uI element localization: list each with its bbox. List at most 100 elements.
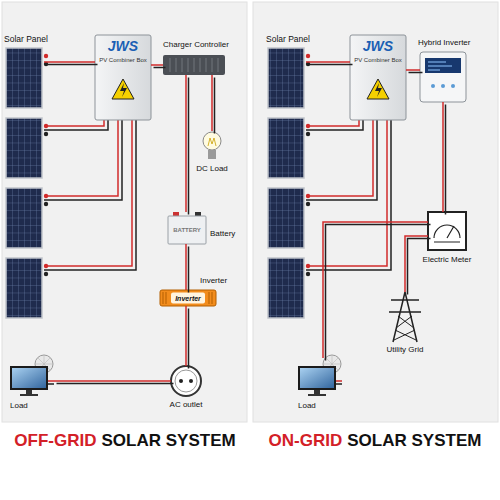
solar-panel xyxy=(268,258,304,318)
node-label: Electric Meter xyxy=(423,256,472,264)
wire xyxy=(212,75,215,134)
load-appliance xyxy=(314,390,320,394)
load: Load xyxy=(298,358,342,396)
solar-panel xyxy=(6,48,304,318)
panel-background xyxy=(253,2,498,422)
ac-outlet xyxy=(179,379,183,383)
wire-negative xyxy=(188,247,190,293)
wire xyxy=(151,65,166,68)
light-bulb xyxy=(208,150,216,159)
node-label: DC Load xyxy=(196,165,228,173)
wire-positive xyxy=(306,61,350,63)
light-bulb xyxy=(203,132,221,159)
inverter xyxy=(163,292,212,304)
node-label: AC outlet xyxy=(170,401,203,409)
wire-negative xyxy=(47,64,98,66)
light-bulb xyxy=(208,138,216,146)
wire xyxy=(54,381,174,384)
battery: BATTERYBattery xyxy=(168,212,206,244)
wire-positive xyxy=(185,244,187,290)
hybrid-inverter xyxy=(420,52,466,102)
battery xyxy=(168,216,206,244)
combiner-box xyxy=(95,35,406,120)
panel-wire xyxy=(44,120,132,266)
solar-panel xyxy=(268,118,304,178)
combiner-box: JWSPV Combiner Box xyxy=(350,35,406,120)
wire-negative xyxy=(214,78,216,134)
transmission-tower xyxy=(394,316,416,340)
electric-meter xyxy=(428,212,466,250)
load-appliance xyxy=(298,366,336,390)
inverter xyxy=(171,293,205,304)
node-label: Inverter xyxy=(175,295,201,302)
hybrid-inverter xyxy=(428,62,452,70)
wire xyxy=(306,62,353,65)
node-label: Hybrid Inverter xyxy=(418,39,470,47)
charge-controller: Charger Controller xyxy=(163,55,225,75)
load-appliance xyxy=(10,366,48,390)
inverter: InverterInverter xyxy=(160,290,216,306)
hybrid-inverter xyxy=(431,84,435,88)
hybrid-inverter xyxy=(441,84,445,88)
wire-positive xyxy=(185,75,187,212)
charge-controller xyxy=(163,55,225,75)
terminal xyxy=(306,54,310,58)
wire-positive xyxy=(185,306,187,366)
solar-panel xyxy=(6,118,42,178)
panel-background xyxy=(2,2,247,422)
combiner-box xyxy=(112,79,134,99)
electric-meter xyxy=(428,212,466,250)
node-label: Solar Panel xyxy=(4,35,48,44)
node-label: JWS xyxy=(108,39,138,53)
wire-positive xyxy=(44,61,95,63)
charge-controller xyxy=(163,55,225,75)
ac-outlet: AC outlet xyxy=(171,366,201,396)
solar-panel-array: Solar Panel xyxy=(4,46,44,320)
terminal xyxy=(306,202,310,206)
ac-outlet xyxy=(171,366,201,396)
load-appliance xyxy=(308,394,326,396)
combiner-box xyxy=(120,83,127,97)
node-label: PV Combiner Box xyxy=(354,57,402,63)
panel-wire xyxy=(306,120,391,270)
system-title: SOLAR SYSTEM xyxy=(347,432,481,449)
electric-meter xyxy=(434,226,460,242)
load-appliance xyxy=(20,394,38,396)
node-label: Inverter xyxy=(200,277,227,285)
load-appliance xyxy=(10,355,341,396)
hybrid-inverter xyxy=(451,84,455,88)
node-label: Load xyxy=(298,402,316,410)
hybrid-inverter xyxy=(425,58,461,73)
system-title: SOLAR SYSTEM xyxy=(102,432,236,449)
solar-panel-array: Solar Panel xyxy=(266,46,306,320)
terminal xyxy=(44,132,48,136)
system-title: ON-GRID xyxy=(269,432,343,449)
wire-negative xyxy=(326,225,431,361)
wire xyxy=(443,102,446,215)
wire-negative xyxy=(188,78,190,215)
battery xyxy=(173,212,179,216)
wire-negative xyxy=(445,105,447,215)
wire-positive xyxy=(323,222,428,358)
terminal xyxy=(306,272,310,276)
terminal xyxy=(306,194,310,198)
solar-panel xyxy=(6,258,42,318)
load-appliance xyxy=(300,368,334,388)
wire xyxy=(186,75,189,215)
terminal xyxy=(306,124,310,128)
node-label: Charger Controller xyxy=(163,41,229,49)
panel-wire xyxy=(306,120,387,266)
node-label: BATTERY xyxy=(173,227,201,233)
light-bulb xyxy=(203,132,221,150)
wire xyxy=(405,236,431,295)
wire-positive xyxy=(211,75,213,131)
system-title: OFF-GRID xyxy=(14,432,96,449)
node-label: Utility Grid xyxy=(387,346,424,354)
wire xyxy=(406,70,423,73)
solar-panel xyxy=(268,188,304,248)
hybrid-inverter xyxy=(420,52,466,102)
wire-positive xyxy=(442,102,444,212)
